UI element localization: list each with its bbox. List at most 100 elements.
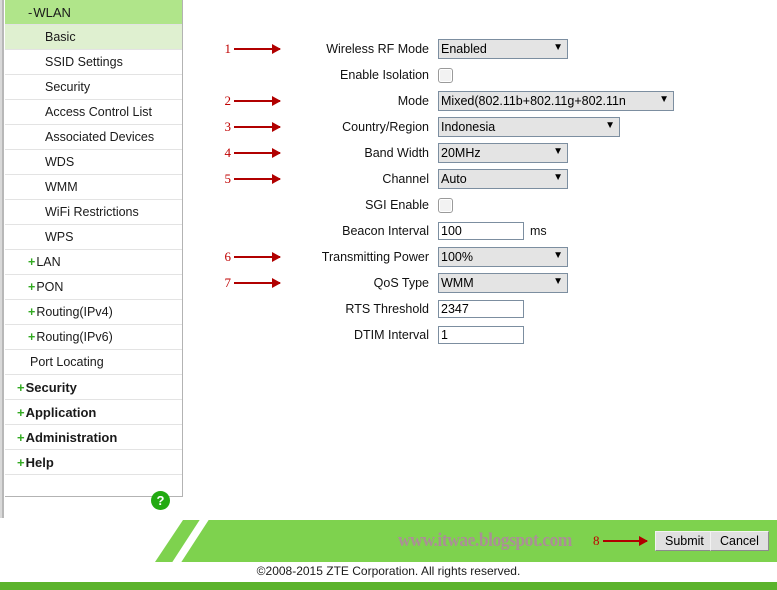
sidebar-item-wmm[interactable]: WMM [5, 175, 182, 200]
annotation-8-number: 8 [593, 533, 600, 548]
annotation-7-number: 7 [224, 275, 232, 290]
annotation-1: 1 [188, 36, 428, 62]
bottom-green-bar [0, 582, 777, 590]
sidebar-group-help[interactable]: +Help [5, 450, 182, 475]
sidebar-item-lan[interactable]: +LAN [5, 250, 182, 275]
clipped-heading [352, 0, 355, 2]
sidebar-item-ssid-settings[interactable]: SSID Settings [5, 50, 182, 75]
sidebar-footer: ? [5, 475, 182, 537]
copyright-text: ©2008-2015 ZTE Corporation. All rights r… [256, 564, 521, 578]
sidebar-group-label: WLAN [33, 5, 71, 20]
sidebar-item-label: WPS [45, 230, 74, 244]
annotation-4: 4 [188, 140, 428, 166]
sidebar-item-port-locating[interactable]: Port Locating [5, 350, 182, 375]
annotation-5: 5 [188, 166, 428, 192]
annotation-7: 7 [188, 270, 428, 296]
label-country-region: Country/Region [342, 120, 429, 134]
dtim-interval-input[interactable] [438, 326, 524, 344]
expand-icon: + [28, 280, 36, 294]
annotation-2-number: 2 [224, 93, 232, 108]
sidebar-item-routing-ipv6-[interactable]: +Routing(IPv6) [5, 325, 182, 350]
sidebar-item-label: Basic [45, 30, 76, 44]
submit-button[interactable]: Submit [655, 531, 714, 551]
annotation-3: 3 [188, 114, 428, 140]
sidebar-item-basic[interactable]: Basic [5, 25, 182, 50]
page-left-edge [0, 0, 4, 518]
sidebar-item-wds[interactable]: WDS [5, 150, 182, 175]
sidebar-group-label: Help [25, 455, 54, 470]
label-mode: Mode [397, 94, 429, 108]
beacon-interval-unit: ms [530, 224, 547, 238]
annotation-3-number: 3 [224, 119, 232, 134]
annotation-1-arrow [234, 44, 281, 54]
page-left-edge-highlight [0, 0, 2, 518]
sgi-enable-checkbox[interactable] [438, 197, 453, 213]
transmitting-power-select[interactable]: 100% [438, 247, 568, 267]
label-channel: Channel [382, 172, 429, 186]
sidebar-item-label: Access Control List [45, 105, 152, 119]
annotation-6-number: 6 [224, 249, 232, 264]
transmitting-power-select-wrap: 100%▼ [438, 247, 568, 267]
channel-select[interactable]: Auto [438, 169, 568, 189]
expand-icon: + [28, 255, 36, 269]
sidebar-item-label: Routing(IPv4) [36, 305, 113, 319]
beacon-interval-input[interactable] [438, 222, 524, 240]
rts-threshold-input[interactable] [438, 300, 524, 318]
sidebar-group-administration[interactable]: +Administration [5, 425, 182, 450]
sidebar-item-routing-ipv4-[interactable]: +Routing(IPv4) [5, 300, 182, 325]
expand-icon: + [28, 330, 36, 344]
qos-type-select-wrap: WMM▼ [438, 273, 568, 293]
label-sgi-enable: SGI Enable [365, 198, 429, 212]
wireless-rf-mode-select[interactable]: EnabledDisabled [438, 39, 568, 59]
sidebar-item-label: Routing(IPv6) [36, 330, 113, 344]
country-region-select[interactable]: Indonesia [438, 117, 620, 137]
qos-type-select[interactable]: WMM [438, 273, 568, 293]
expand-icon: + [17, 380, 25, 395]
annotation-1-number: 1 [224, 41, 232, 56]
band-width-select[interactable]: 20MHz40MHz [438, 143, 568, 163]
sidebar-group-application[interactable]: +Application [5, 400, 182, 425]
sidebar-item-wps[interactable]: WPS [5, 225, 182, 250]
cancel-button[interactable]: Cancel [710, 531, 769, 551]
help-icon[interactable]: ? [151, 491, 170, 510]
annotation-4-arrow [234, 148, 281, 158]
sidebar-item-access-control-list[interactable]: Access Control List [5, 100, 182, 125]
sidebar-item-label: Associated Devices [45, 130, 155, 144]
annotation-7-arrow [234, 278, 281, 288]
collapse-icon: - [28, 5, 33, 20]
expand-icon: + [17, 405, 25, 420]
expand-icon: + [17, 455, 25, 470]
band-width-select-wrap: 20MHz40MHz▼ [438, 143, 568, 163]
sidebar-group-label: Administration [25, 430, 118, 445]
sidebar-group-security[interactable]: +Security [5, 375, 182, 400]
label-enable-isolation: Enable Isolation [340, 68, 429, 82]
channel-select-wrap: Auto▼ [438, 169, 568, 189]
sidebar-item-label: Security [45, 80, 91, 94]
enable-isolation-checkbox[interactable] [438, 67, 453, 83]
sidebar-group-wlan[interactable]: -WLAN [5, 0, 182, 25]
annotation-8-arrow [602, 536, 648, 546]
sidebar-group-label: Security [25, 380, 77, 395]
annotation-5-number: 5 [224, 171, 232, 186]
sidebar-item-label: LAN [36, 255, 61, 269]
sidebar-item-pon[interactable]: +PON [5, 275, 182, 300]
expand-icon: + [28, 305, 36, 319]
mode-select-wrap: Mixed(802.11b+802.11g+802.11n▼ [438, 91, 674, 111]
sidebar-item-wifi-restrictions[interactable]: WiFi Restrictions [5, 200, 182, 225]
sidebar-item-security[interactable]: Security [5, 75, 182, 100]
sidebar-item-label: PON [36, 280, 64, 294]
annotation-4-number: 4 [224, 145, 232, 160]
sidebar-group-label: Application [25, 405, 97, 420]
sidebar-item-label: WiFi Restrictions [45, 205, 139, 219]
label-dtim-interval: DTIM Interval [353, 328, 429, 342]
sidebar-item-label: WMM [45, 180, 78, 194]
annotation-8: 8 [593, 528, 648, 554]
annotation-2: 2 [188, 88, 428, 114]
mode-select[interactable]: Mixed(802.11b+802.11g+802.11n [438, 91, 674, 111]
expand-icon: + [17, 430, 25, 445]
sidebar-item-associated-devices[interactable]: Associated Devices [5, 125, 182, 150]
annotation-2-arrow [234, 96, 281, 106]
